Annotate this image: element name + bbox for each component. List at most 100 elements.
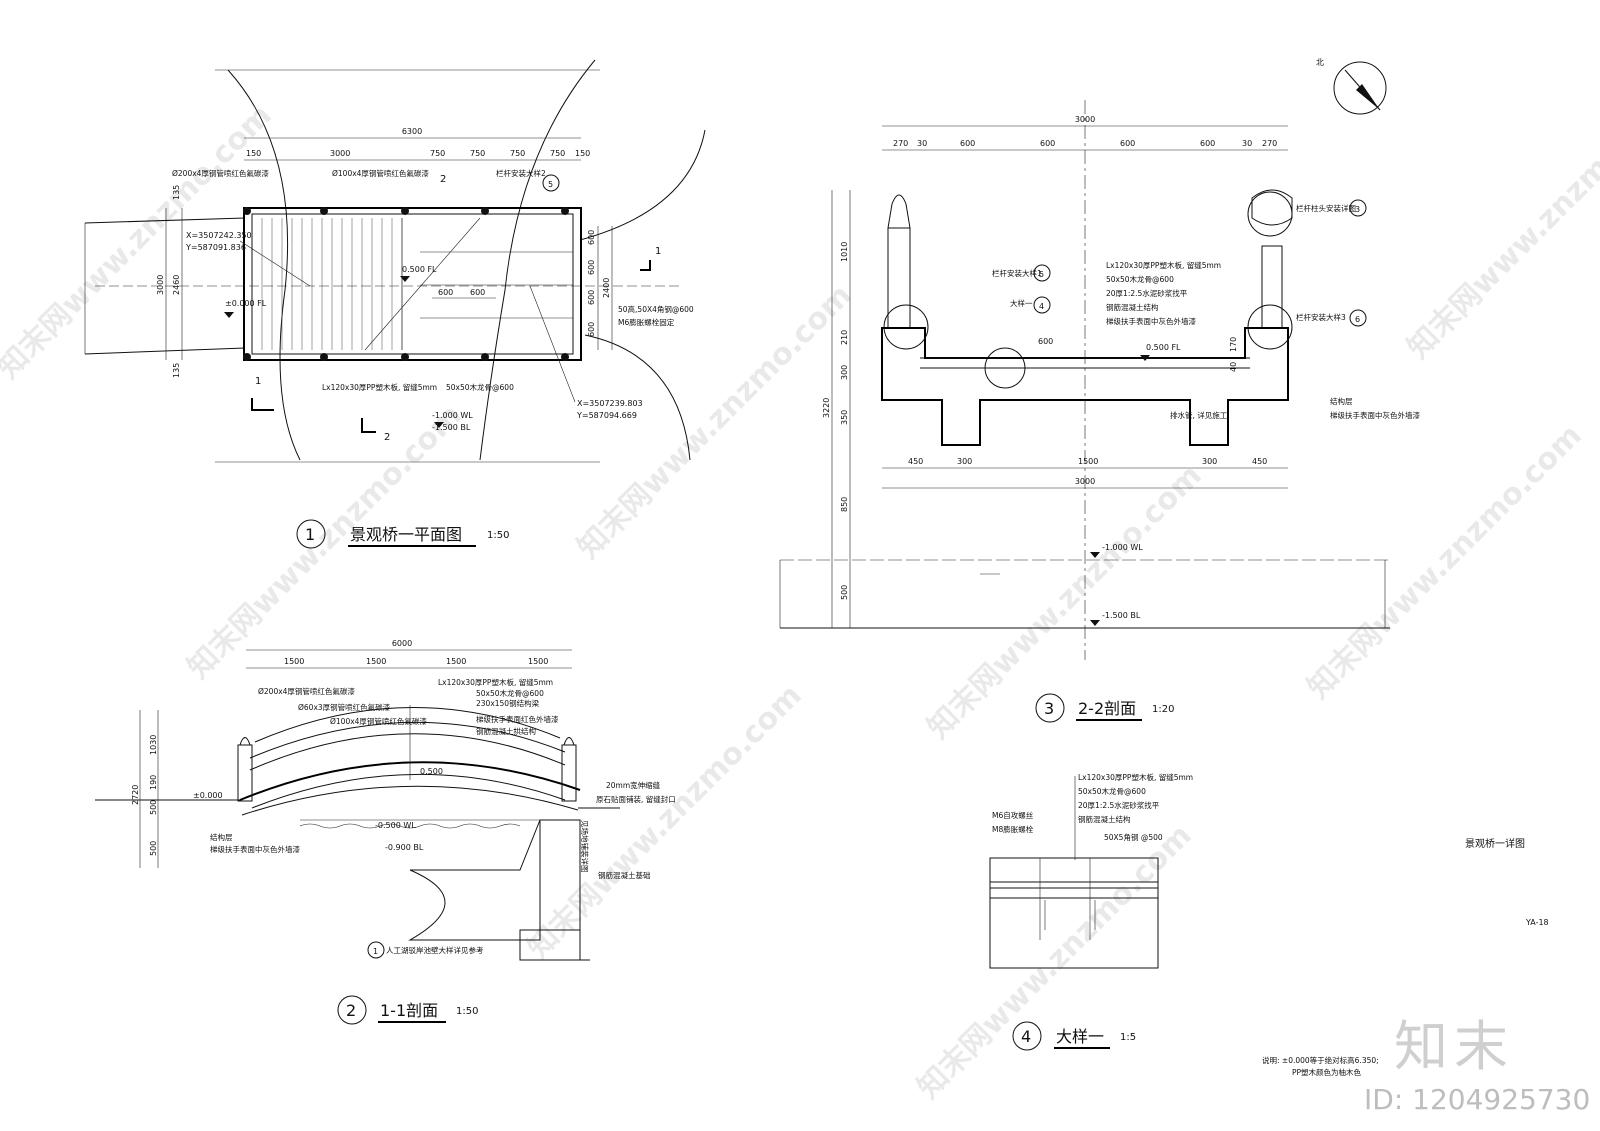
note: Lx120x30厚PP塑木板, 留缝5mm [438, 677, 553, 687]
dim: 600 [960, 139, 975, 148]
watermark-brand: 知末 [1394, 1015, 1514, 1078]
dim: 3220 [822, 398, 831, 418]
dim: 750 [470, 149, 485, 158]
callout-1: 1 [373, 947, 378, 956]
coord-1-x: X=3507242.350 [186, 231, 252, 240]
sheet-name: 景观桥一详图 [1465, 837, 1525, 850]
svg-text:2: 2 [346, 1001, 356, 1020]
coord-2-x: X=3507239.803 [577, 399, 643, 408]
note: 钢筋混凝土结构 [1106, 302, 1159, 312]
title-section-1-1: 2 1-1剖面 1:50 [337, 995, 478, 1025]
level: -0.500 WL [375, 821, 416, 830]
title-scale: 1:50 [487, 530, 509, 541]
level: -1.000 WL [1102, 543, 1143, 552]
dim: 150 [246, 149, 261, 158]
dim: 600 [587, 322, 596, 337]
note: 排水管, 详见施工 [1170, 410, 1228, 420]
note: 20厚1:2.5水泥砂浆找平 [1078, 800, 1160, 810]
dim: 600 [1120, 139, 1135, 148]
note: 结构层 [1330, 396, 1353, 406]
dim: 600 [1200, 139, 1215, 148]
dim: 600 [438, 288, 453, 297]
title-text: 景观桥一平面图 [350, 525, 462, 544]
svg-text:知末网www.znzmo.com: 知末网www.znzmo.com [1301, 418, 1589, 706]
note-line-2: PP塑木颜色为柚木色 [1292, 1067, 1362, 1077]
note: 栏杆柱头安装详图 [1296, 203, 1356, 213]
callout-5: 5 [1039, 270, 1044, 279]
level: -1.500 BL [1102, 611, 1141, 620]
note: 50高,50X4角钢@600 [618, 304, 694, 314]
coord-2-y: Y=587094.669 [576, 411, 637, 420]
dim: 600 [470, 288, 485, 297]
title-text: 大样一 [1056, 1027, 1104, 1046]
dim: 500 [149, 841, 158, 856]
dim: 350 [840, 410, 849, 425]
title-plan: 1 景观桥一平面图 1:50 [296, 519, 509, 549]
note: 50x50木龙骨@600 [446, 382, 514, 392]
note: 见场地铺装详图 [580, 820, 590, 873]
dim: 3000 [156, 275, 165, 295]
coord-1-y: Y=587091.836 [185, 243, 246, 252]
note: Lx120x30厚PP塑木板, 留缝5mm [1106, 260, 1221, 270]
dim: 600 [1040, 139, 1055, 148]
sheet-code: YA-18 [1525, 918, 1549, 927]
dim: 600 [587, 290, 596, 305]
title-scale: 1:5 [1120, 1032, 1136, 1043]
dim: 1500 [446, 657, 466, 666]
level-fl: ±0.000 FL [225, 299, 267, 308]
cut-label: 1 [655, 246, 661, 257]
dim: 190 [149, 775, 158, 790]
callout-3: 3 [1355, 205, 1360, 214]
dim: 3000 [1075, 477, 1095, 486]
note: Ø60x3厚钢管喷红色氟碳漆 [298, 702, 391, 712]
note: 50x50木龙骨@600 [476, 688, 544, 698]
dim: 150 [575, 149, 590, 158]
dim-total: 6000 [392, 639, 412, 648]
note: 原石贴面铺装, 留缝封口 [596, 794, 676, 804]
dim: 30 [1242, 139, 1252, 148]
note: 50x50木龙骨@600 [1078, 786, 1146, 796]
dim: 500 [840, 585, 849, 600]
level-wl: -1.000 WL [432, 411, 473, 420]
dim: 300 [957, 457, 972, 466]
dim: 750 [430, 149, 445, 158]
note: 栏杆安装大样2 [496, 168, 546, 178]
note: 梯级扶手表面红色外墙漆 [476, 714, 559, 724]
dim: 30 [917, 139, 927, 148]
cut-label: 1 [255, 376, 261, 387]
note: Lx120x30厚PP塑木板, 留缝5mm [1078, 772, 1193, 782]
note: 梯级扶手表面中灰色外墙漆 [1106, 316, 1196, 326]
dim: 1500 [528, 657, 548, 666]
dim-total: 6300 [402, 127, 422, 136]
note: 梯级扶手表面中灰色外墙漆 [1330, 410, 1420, 420]
note: 结构层 [210, 832, 233, 842]
note: M6自攻螺丝 [992, 810, 1034, 820]
dim: 300 [1202, 457, 1217, 466]
note: 栏杆安装大样3 [1296, 312, 1346, 322]
dim: 1500 [1078, 457, 1098, 466]
dim: 750 [510, 149, 525, 158]
detail-1: Lx120x30厚PP塑木板, 留缝5mm 50x50木龙骨@600 20厚1:… [989, 772, 1193, 969]
note: Ø100x4厚钢管喷红色氟碳漆 [330, 716, 427, 726]
note: Ø100x4厚钢管喷红色氟碳漆 [332, 168, 429, 178]
note: 20厚1:2.5水泥砂浆找平 [1106, 288, 1188, 298]
level: -0.900 BL [385, 843, 424, 852]
dim: 450 [1252, 457, 1267, 466]
plan-view: 6300 150 3000 750 750 750 750 150 135 24… [84, 59, 706, 463]
section-1-1: 6000 1500 1500 1500 1500 1030 190 500 50… [95, 639, 676, 961]
note: 钢筋混凝土基础 [598, 870, 651, 880]
note: 人工湖驳岸池壁大样详见参考 [386, 945, 484, 955]
note: 栏杆安装大样1 [992, 268, 1042, 278]
dim: 1500 [366, 657, 386, 666]
callout-4: 4 [1039, 302, 1044, 311]
north-arrow: 北 [1316, 58, 1387, 115]
svg-text:4: 4 [1021, 1027, 1031, 1046]
dim: 1010 [840, 242, 849, 262]
level-deck: 0.500 FL [402, 265, 437, 274]
note: 50x50木龙骨@600 [1106, 274, 1174, 284]
note: M6膨胀螺栓固定 [618, 317, 675, 327]
callout-5: 5 [548, 180, 553, 189]
dim: 1500 [284, 657, 304, 666]
title-text: 2-2剖面 [1078, 699, 1136, 718]
